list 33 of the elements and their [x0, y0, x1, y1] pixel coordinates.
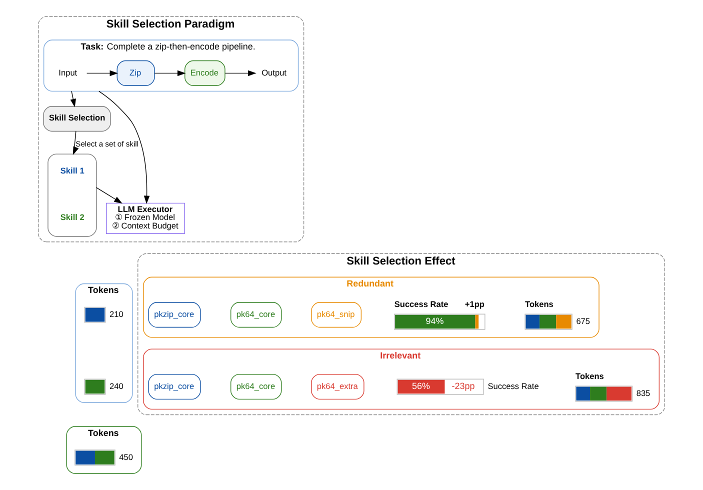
node-label: +1pp [464, 298, 484, 309]
edge-label: Select a set of skill [76, 139, 139, 148]
arrow [70, 90, 76, 108]
cluster [48, 154, 97, 237]
arrow [96, 187, 122, 204]
node-box: Encode [184, 60, 226, 86]
node-label: 240 [110, 380, 124, 391]
arrow [72, 130, 79, 156]
node-box: pk64_core [230, 302, 282, 328]
node-box: pk64_core [230, 374, 282, 400]
node-label: Tokens [525, 298, 554, 309]
node-label: Success Rate [394, 298, 448, 309]
node-text: Skill 1 [60, 166, 84, 176]
node-text: Skill 2 [60, 212, 84, 222]
arrow [154, 70, 186, 76]
node-label: Tokens [576, 370, 604, 381]
arrow [98, 90, 150, 204]
node-text: Input [58, 67, 78, 78]
arrow [86, 70, 118, 76]
node-label: 835 [636, 388, 650, 398]
node-label: 210 [110, 308, 124, 319]
node-box: pk64_extra [311, 374, 364, 400]
node-box: Zip [116, 60, 155, 86]
node-label: Success Rate [488, 380, 539, 391]
node-text: Output [262, 67, 286, 78]
node-box: pk64_snip [311, 302, 362, 328]
node-box: Skill Selection [43, 106, 111, 132]
arrow [224, 70, 256, 76]
node-box: pkzip_core [148, 302, 201, 328]
node-label: 675 [576, 316, 590, 326]
node-label: 450 [119, 452, 134, 462]
node-box: LLM Executor ① Frozen Model ② Context Budget [106, 202, 185, 234]
node-box: pkzip_core [148, 374, 201, 400]
